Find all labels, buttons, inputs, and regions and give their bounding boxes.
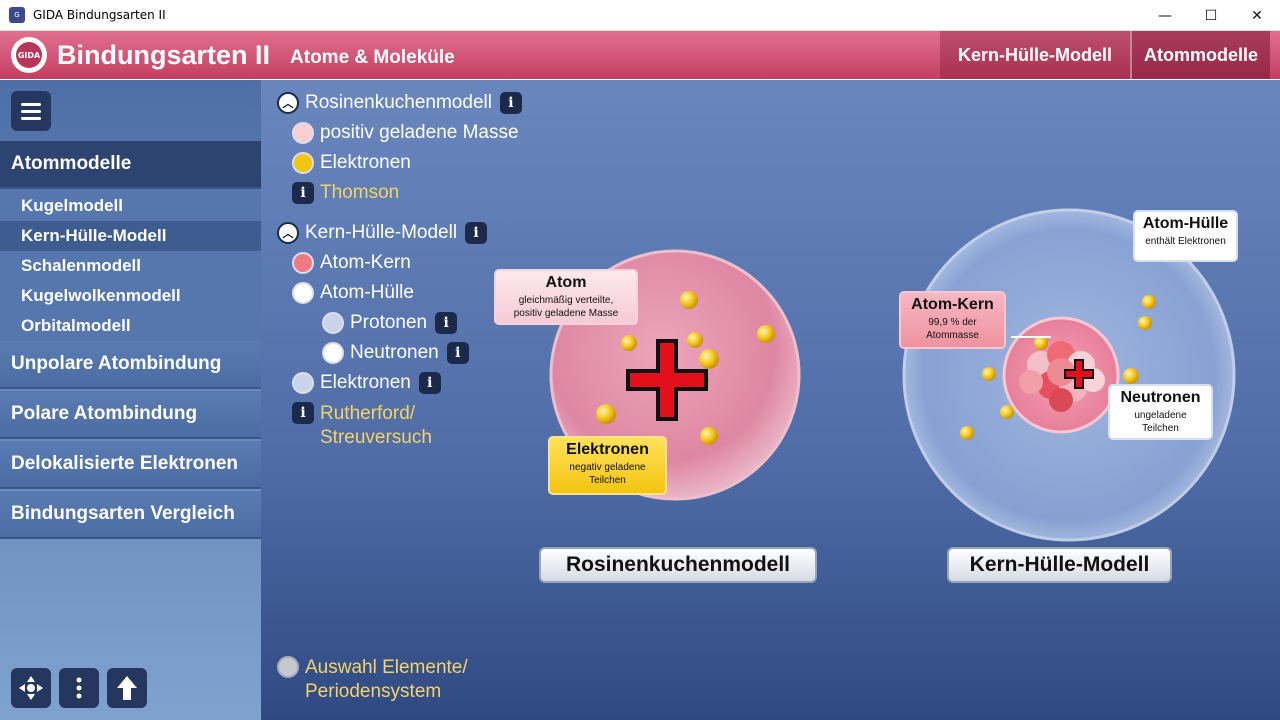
window-controls: — ☐ ✕ — [1142, 0, 1280, 31]
info-icon[interactable]: i — [418, 372, 441, 394]
minimize-button[interactable]: — — [1158, 7, 1172, 24]
header-tab-atommodelle[interactable]: Atommodelle — [1130, 31, 1270, 79]
sidebar-item-orbitalmodell[interactable]: Orbitalmodell — [0, 311, 261, 341]
periodic-system-link[interactable]: Auswahl Elemente/ Periodensystem — [277, 656, 468, 704]
info-icon[interactable]: i — [446, 342, 469, 364]
electron — [960, 295, 1156, 440]
menu-button[interactable] — [11, 91, 51, 131]
color-dot — [277, 656, 299, 678]
legend-item-electrons[interactable]: Elektronen — [292, 152, 411, 174]
color-dot — [292, 282, 314, 304]
sidebar-item-kern-huelle-modell[interactable]: Kern-Hülle-Modell — [0, 221, 261, 251]
app-subtitle: Atome & Moleküle — [290, 47, 455, 68]
bottom-toolbar — [11, 668, 147, 708]
more-button[interactable] — [59, 668, 99, 708]
color-dot — [322, 342, 344, 364]
window-title: GIDA Bindungsarten II — [33, 8, 166, 22]
navigation-button[interactable] — [11, 668, 51, 708]
legend-heading-kernhuelle[interactable]: ︿ Kern-Hülle-Modell i — [277, 222, 488, 244]
sidebar: Atommodelle Kugelmodell Kern-Hülle-Model… — [0, 80, 261, 720]
legend-link-rutherford[interactable]: i Rutherford/ Streuversuch — [292, 402, 432, 450]
sidebar-item-kugelwolkenmodell[interactable]: Kugelwolkenmodell — [0, 281, 261, 311]
plus-charge-icon — [626, 339, 708, 421]
sidebar-section-delokalisierte-elektronen[interactable]: Delokalisierte Elektronen — [0, 441, 261, 489]
app-header: GIDA Bindungsarten II Atome & Moleküle K… — [0, 31, 1280, 79]
hamburger-icon — [21, 102, 41, 106]
navigation-icon — [19, 676, 43, 700]
info-icon[interactable]: i — [292, 182, 314, 204]
sidebar-section-unpolare-atombindung[interactable]: Unpolare Atombindung — [0, 341, 261, 389]
header-tab-kern-huelle-modell[interactable]: Kern-Hülle-Modell — [940, 31, 1130, 79]
info-icon[interactable]: i — [465, 222, 488, 244]
legend-item-atom-kern[interactable]: Atom-Kern — [292, 252, 411, 274]
color-dot — [292, 152, 314, 174]
app-title: Bindungsarten II — [57, 39, 271, 70]
color-dot — [292, 252, 314, 274]
maximize-button[interactable]: ☐ — [1204, 7, 1218, 24]
sidebar-section-bindungsarten-vergleich[interactable]: Bindungsarten Vergleich — [0, 491, 261, 539]
chevron-up-icon[interactable]: ︿ — [277, 92, 299, 114]
nucleus-shell-atom — [902, 208, 1236, 542]
title-bar: G GIDA Bindungsarten II — ☐ ✕ — [0, 0, 1280, 31]
legend-item-protonen[interactable]: Protonen i — [322, 312, 458, 334]
close-button[interactable]: ✕ — [1251, 7, 1263, 24]
app-icon: G — [9, 7, 25, 23]
more-vertical-icon — [76, 677, 82, 699]
legend-item-neutronen[interactable]: Neutronen i — [322, 342, 469, 364]
scroll-up-button[interactable] — [107, 668, 147, 708]
color-dot — [292, 372, 314, 394]
color-dot — [322, 312, 344, 334]
legend-item-positive-mass[interactable]: positiv geladene Masse — [292, 122, 519, 144]
info-icon[interactable]: i — [435, 312, 458, 334]
plus-charge-icon — [1064, 359, 1094, 389]
color-dot — [292, 122, 314, 144]
caption-kern-huelle-modell[interactable]: Kern-Hülle-Modell — [947, 547, 1172, 583]
arrow-up-icon — [117, 676, 137, 700]
gida-logo: GIDA — [11, 37, 47, 73]
main-content: ︿ Rosinenkuchenmodell i positiv geladene… — [261, 80, 1280, 720]
info-icon[interactable]: i — [292, 402, 314, 424]
tag-atom[interactable]: Atom gleichmäßig verteilte, positiv gela… — [494, 269, 638, 325]
legend-item-atom-huelle[interactable]: Atom-Hülle — [292, 282, 414, 304]
tag-atom-huelle[interactable]: Atom-Hülle enthält Elektronen — [1133, 210, 1238, 262]
legend-link-thomson[interactable]: i Thomson — [292, 182, 399, 204]
legend-item-elektronen[interactable]: Elektronen i — [292, 372, 441, 394]
tag-atom-kern[interactable]: Atom-Kern 99,9 % der Atommasse — [899, 291, 1006, 349]
chevron-up-icon[interactable]: ︿ — [277, 222, 299, 244]
sidebar-item-schalenmodell[interactable]: Schalenmodell — [0, 251, 261, 281]
legend-heading-rosinen[interactable]: ︿ Rosinenkuchenmodell i — [277, 92, 522, 114]
info-icon[interactable]: i — [499, 92, 522, 114]
sidebar-section-polare-atombindung[interactable]: Polare Atombindung — [0, 391, 261, 439]
tag-neutronen[interactable]: Neutronen ungeladene Teilchen — [1108, 384, 1213, 440]
sidebar-section-atommodelle[interactable]: Atommodelle — [0, 141, 261, 189]
sidebar-item-kugelmodell[interactable]: Kugelmodell — [0, 191, 261, 221]
caption-rosinenkuchenmodell[interactable]: Rosinenkuchenmodell — [539, 547, 817, 583]
tag-elektronen[interactable]: Elektronen negativ geladene Teilchen — [548, 436, 667, 495]
